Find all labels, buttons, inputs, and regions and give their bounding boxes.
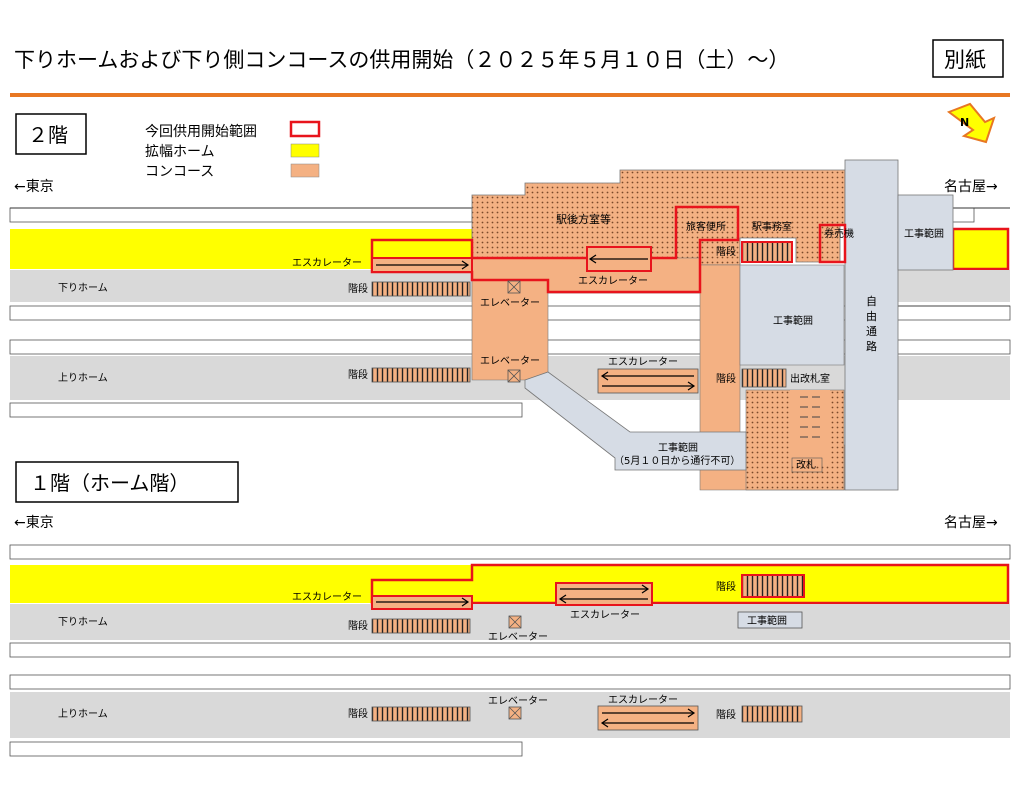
ticket-gate-lanes	[800, 396, 820, 438]
floor1-dir-tokyo: ←東京	[14, 515, 54, 531]
floor2-stairs-up	[371, 367, 471, 383]
free-passage	[844, 159, 899, 491]
legend-new-area-swatch	[289, 120, 321, 138]
floor2-down-platform-right	[898, 270, 1010, 302]
kippu-label: 改札	[796, 458, 816, 471]
floor1-escalator-center	[555, 582, 653, 606]
north-arrow-icon: N	[946, 102, 996, 144]
floor2-construction-lower-note: （5月１０日から通行不可）	[614, 454, 740, 467]
attachment-box	[932, 39, 1004, 78]
floor1-tracks	[9, 544, 1011, 757]
floor1-stairs-lower-right	[741, 705, 803, 723]
floor2-dir-tokyo: ←東京	[14, 179, 54, 195]
floor2-expanded-platform-right	[953, 229, 1008, 269]
station-office-label: 駅事務室	[752, 220, 792, 233]
legend-expanded-platform-swatch	[290, 143, 320, 158]
floor2-construction-passage	[524, 371, 747, 471]
floor1-stairs-up	[371, 706, 471, 722]
floor2-down-platform-label: 下りホーム	[58, 282, 108, 294]
ticket-gate-label: 出改札室	[790, 372, 830, 385]
floor1-label-box	[15, 461, 239, 503]
floor2-stairs-up-label: 階段	[348, 368, 368, 381]
floor2-label-box	[15, 113, 87, 155]
floor1-elevator-upper-label: エレベーター	[488, 631, 548, 643]
floor2-label: ２階	[28, 123, 68, 147]
floor2-stairs-right-lower	[741, 368, 787, 388]
floor2-stairs-down-label: 階段	[348, 282, 368, 295]
floor1-escalator-left-label: エスカレーター	[292, 591, 362, 603]
legend-expanded-platform-label: 拡幅ホーム	[145, 144, 215, 160]
floor2-elevator-upper-label: エレベーター	[480, 297, 540, 309]
floor1-label: １階（ホーム階）	[30, 471, 189, 495]
floor2-construction-right-label: 工事範囲	[904, 227, 944, 240]
floor2-construction-center	[739, 264, 845, 366]
floor2-escalator-lower-label: エスカレーター	[608, 356, 678, 368]
legend-concourse-label: コンコース	[145, 164, 214, 180]
floor2-construction-right	[897, 194, 954, 271]
floor1-stairs-up-label: 階段	[348, 707, 368, 720]
ticket-machine-label: 券売機	[824, 227, 854, 240]
legend-new-area-label: 今回供用開始範囲	[145, 123, 257, 140]
floor2-escalator-center-label: エスカレーター	[578, 275, 648, 287]
floor1-dir-nagoya: 名古屋→	[944, 515, 998, 531]
station-rear-office-label: 駅後方室等	[556, 212, 611, 226]
floor2-elevator-lower-label: エレベーター	[480, 355, 540, 367]
attachment-label: 別紙	[944, 48, 986, 72]
floor2-up-platform-label: 上りホーム	[58, 372, 108, 384]
floor2-new-area-ticket	[818, 223, 847, 264]
floor1-construction	[737, 611, 803, 629]
floor2-escalator-left-label: エスカレーター	[292, 257, 362, 269]
floor1-elevator-lower-label: エレベーター	[488, 695, 548, 707]
page-title: 下りホームおよび下り側コンコースの供用開始（２０２５年５月１０日（土）～）	[14, 48, 789, 72]
floor2-construction-center-label: 工事範囲	[773, 314, 813, 327]
floor1-expanded-platform	[10, 565, 1008, 603]
floor1-escalator-lower-label: エスカレーター	[608, 694, 678, 706]
floor1-escalator-center-label: エスカレーター	[570, 609, 640, 621]
floor2-dir-nagoya: 名古屋→	[944, 179, 998, 195]
floor1-stairs-right-label: 階段	[716, 580, 736, 593]
floor1-construction-label: 工事範囲	[747, 614, 787, 627]
free-passage-label-3: 通	[866, 325, 877, 338]
header-rule	[10, 93, 1010, 97]
floor1-down-platform-label: 下りホーム	[58, 616, 108, 628]
floor2-stairs-right	[741, 241, 793, 263]
kippu-box	[791, 457, 823, 473]
floor2-escalator-lower	[597, 368, 699, 394]
compass-label: N	[960, 116, 969, 129]
free-passage-label-4: 路	[866, 340, 877, 353]
floor1-escalator-lower	[597, 705, 699, 731]
free-passage-label-1: 自	[866, 295, 877, 308]
floor2-stairs-down	[371, 281, 471, 297]
floor1-stairs-right	[741, 574, 805, 598]
legend-concourse-swatch	[290, 163, 320, 178]
floor1-up-platform-label: 上りホーム	[58, 708, 108, 720]
ticket-gate-inner	[790, 390, 830, 465]
free-passage-label-2: 由	[866, 309, 877, 323]
floor2-new-area-outline	[370, 205, 740, 294]
travel-toilet-label: 旅客便所	[686, 220, 726, 233]
floor1-stairs-lower-right-label: 階段	[716, 708, 736, 721]
floor2-stairs-right-lower-label: 階段	[716, 372, 736, 385]
floor1-stairs-down	[371, 618, 471, 634]
floor2-construction-lower-label: 工事範囲	[658, 441, 698, 454]
floor2-stairs-right-label: 階段	[716, 245, 736, 258]
floor1-stairs-down-label: 階段	[348, 619, 368, 632]
